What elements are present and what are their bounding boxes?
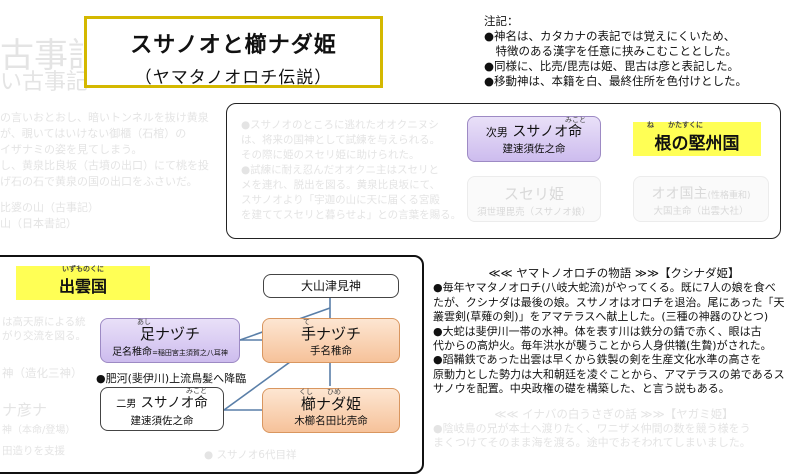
lower-faded-text: は高天原による統がり交流を図る。 xyxy=(2,316,86,342)
page-title: スサノオと櫛ナダ姫 xyxy=(130,33,337,58)
river-note: ●肥河(斐伊川)上流鳥髪へ降臨 xyxy=(96,372,247,385)
story-line: 代からの高炉火。毎年洪水が襲うことから人身供犠(生贄)がされた。 xyxy=(433,339,772,353)
note-line: ●神名は、カタカナの表記では覚えにくいため、 xyxy=(484,29,736,43)
upper-faded-text: ●スサノオのところに逃れたオオクニヌシは、将来の国神として試練を与えられる。その… xyxy=(241,119,462,221)
node-ashinazuchi: あし 足ナヅチ 足名稚命=稲田宮主須賀之八耳神 xyxy=(100,318,240,363)
lower-faded-node: 田造りを支援 xyxy=(2,445,65,457)
bg-kojiki-sub: い古事記 xyxy=(0,70,89,95)
story-faded-line: まくつけてそのまま海を渡る。途中でおそわれてしまいました。 xyxy=(433,436,751,450)
page-subtitle: （ヤマタノオロチ伝説） xyxy=(134,68,333,88)
story-faded-heading: ≪≪ イナバの白うさぎの話 ≫≫【ヤガミ姫】 xyxy=(494,406,734,421)
upper-frame: ●スサノオのところに逃れたオオクニヌシは、将来の国神として試練を与えられる。その… xyxy=(226,103,781,239)
node-ooyamatsumi: 大山津見神 xyxy=(263,274,399,298)
note-line: ●移動神は、本籍を白、最終住所を色付けとした。 xyxy=(484,74,748,88)
story-heading: ≪≪ ヤマトノオロチの物語 ≫≫【クシナダ姫】 xyxy=(488,266,740,280)
label-izumo: いずものくに 出雲国 xyxy=(16,266,150,300)
story-panel: ≪≪ ヤマトノオロチの物語 ≫≫【クシナダ姫】 ●毎年ヤマタノオロチ(八岐大蛇流… xyxy=(433,266,795,451)
story-line: サノウを配置。中央政権の礎を構築した、と言う説もある。 xyxy=(433,382,730,396)
node-ookuninushi-faded: オオ国主(性格重和) 大国主命（出雲大社） xyxy=(633,176,769,222)
node-tenazuchi: て 手ナヅチ 手名稚命 xyxy=(262,318,400,363)
story-line: 原動力とした勢力は大和朝廷を凌ぐことから、アマテラスの弟であるス xyxy=(433,367,785,381)
story-line: ●毎年ヤマタノオロチ(八岐大蛇流)がやってくる。既に7人の娘を食べ xyxy=(433,281,776,295)
notes: 注記： ●神名は、カタカナの表記では覚えにくいため、 特徴のある漢字を任意に挟み… xyxy=(484,14,800,89)
title-box: スサノオと櫛ナダ姫 （ヤマタノオロチ伝説） xyxy=(84,16,383,88)
story-line: ●蹈鞴鉄であった出雲は早くから鉄製の剣を生産文化水準の高さを xyxy=(433,353,762,367)
node-kushinada: くし ひめ 櫛ナダ姫 木櫛名田比売命 xyxy=(262,388,400,433)
note-line: ●同様に、比売/毘売は姫、毘古は彦と表記した。 xyxy=(484,59,740,73)
story-line: たが、クシナダは最後の娘。スサノオはオロチを退治。尾にあった「天 xyxy=(433,295,785,309)
story-line: 叢雲剣(草薙の剣)」をアマテラスへ献上した。(三種の神器のひとつ) xyxy=(433,310,769,324)
story-faded-line: ●陰岐島の兄が本土へ渡りたく、ワニザメ仲間の数を競う様をう xyxy=(433,422,751,436)
node-suseri-faded: スセリ姫 須世理毘売（スサノオ娘） xyxy=(467,176,601,222)
lower-faded-node: ナ彦ナ xyxy=(2,401,48,419)
note-line: 特徴のある漢字を任意に挟みこむこととした。 xyxy=(484,44,737,58)
node-susanoo-upper: みこと 次男 スサノオ命 建速須佐之命 xyxy=(467,116,601,162)
lower-faded-node: 神（造化三神） xyxy=(2,366,83,380)
bg-left-text: の言いおとおし、暗いトンネルを抜け黄泉が、覗いてはいけない御櫃（石棺）のイザナミ… xyxy=(0,111,209,230)
notes-heading: 注記： xyxy=(484,14,519,28)
label-ne-no-katasu-kuni: ね かたすくに 根の堅州国 xyxy=(633,122,761,156)
story-line: ●大蛇は斐伊川一帯の水神。体を表す川は鉄分の錆で赤く、眼は古 xyxy=(433,324,762,338)
node-susanoo-lower: みこと 二男 スサノオ命 建速須佐之命 xyxy=(100,387,224,431)
lower-faded-node: 神（本命/登場） xyxy=(2,425,76,436)
